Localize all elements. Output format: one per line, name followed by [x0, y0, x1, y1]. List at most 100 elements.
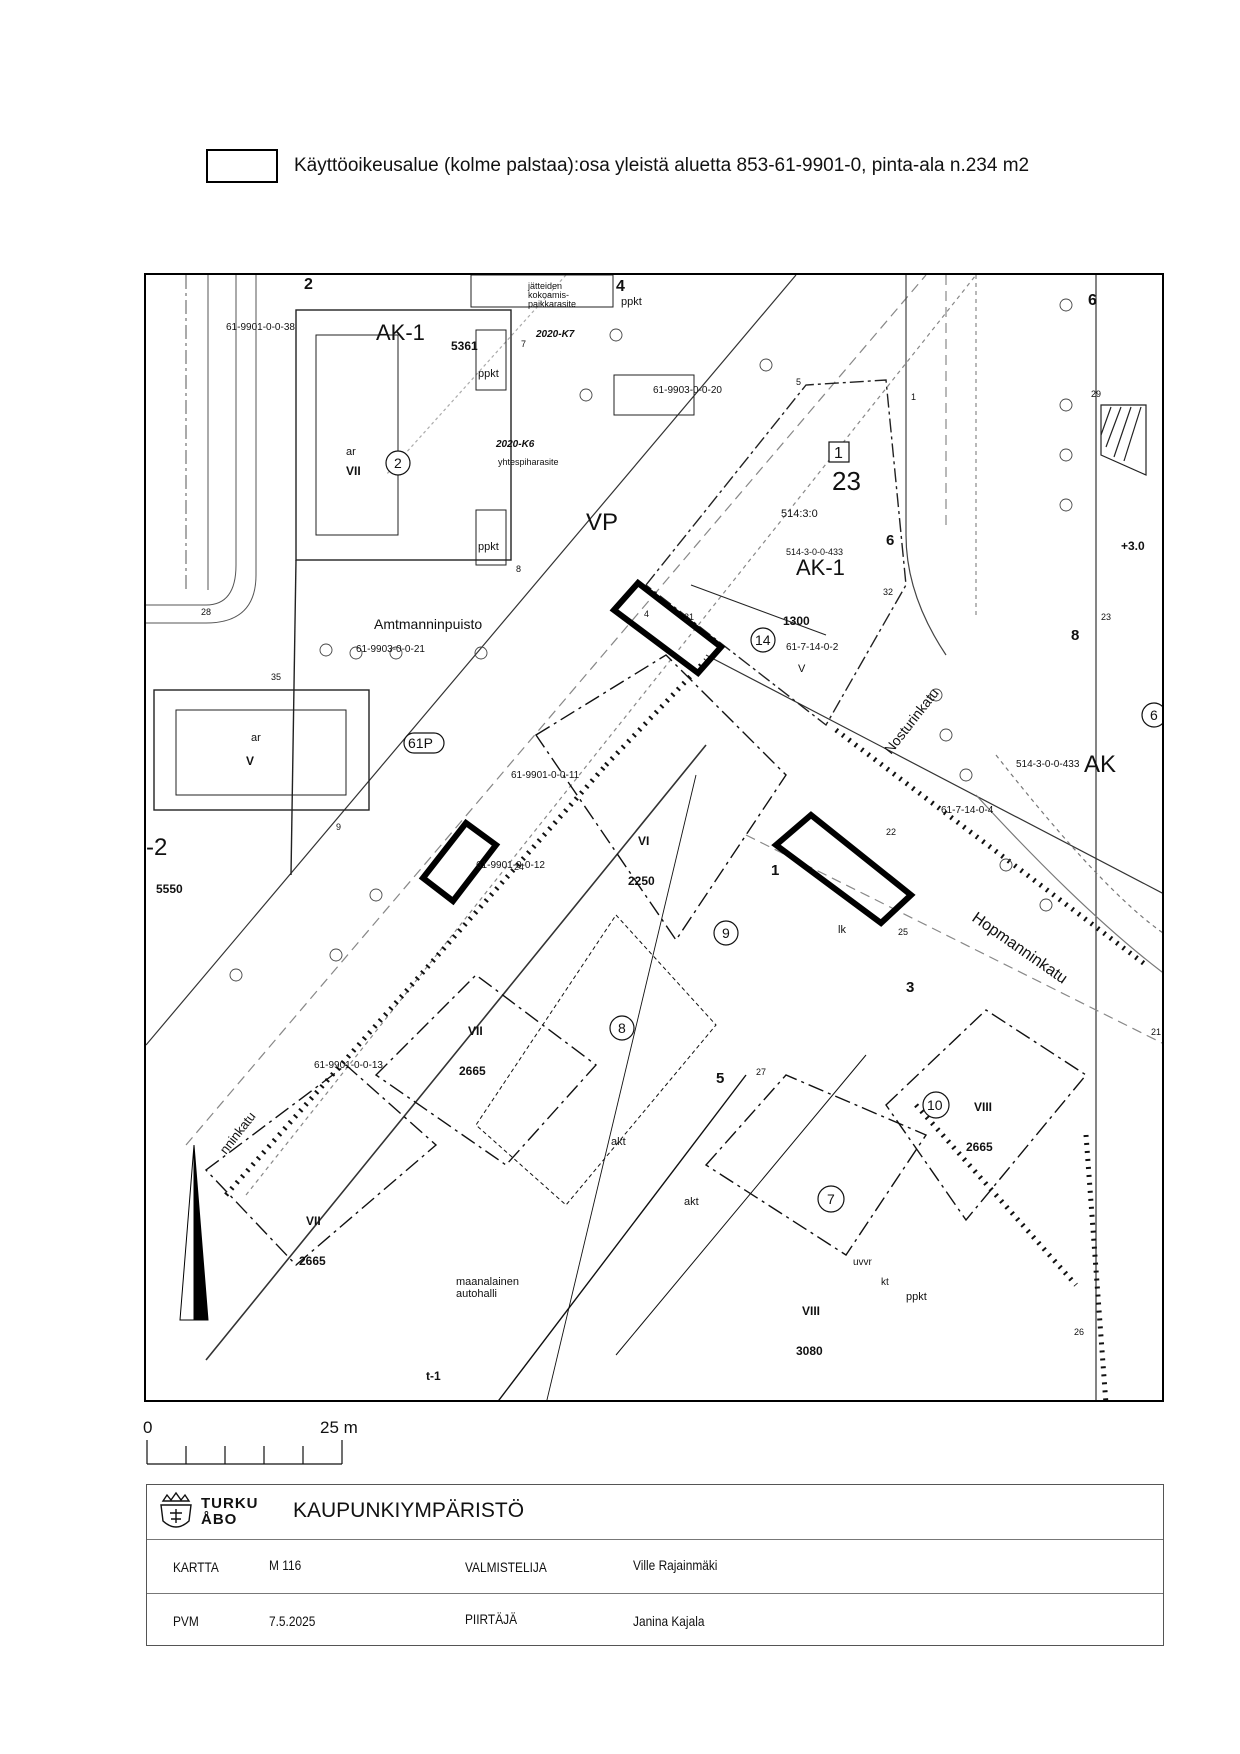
- usage-right-parcels[interactable]: [418, 578, 916, 927]
- label-ar-b: ar: [251, 732, 261, 744]
- label-c14: 14: [755, 632, 771, 648]
- logo-text-turku: TURKU: [201, 1495, 259, 1512]
- legend: Käyttöoikeusalue (kolme palstaa):osa yle…: [206, 148, 1029, 184]
- label-c9: 9: [722, 925, 730, 941]
- label-2250: 2250: [628, 874, 655, 888]
- label-edge-6-mid: 6: [886, 532, 894, 549]
- legend-symbol-box: [206, 149, 278, 183]
- label-viii-7: VIII: [802, 1304, 820, 1318]
- parking-hatch: [1100, 404, 1147, 476]
- label-ppkt-c: ppkt: [478, 541, 499, 553]
- label-street-hopmann: Hopmanninkatu: [969, 909, 1071, 987]
- label-n29: 29: [1091, 389, 1101, 399]
- label-2665-b: 2665: [966, 1140, 993, 1154]
- scale-ticks: [146, 1440, 343, 1465]
- label-n35: 35: [271, 672, 281, 682]
- label-c6: 6: [1150, 707, 1158, 723]
- scale-zero: 0: [143, 1418, 153, 1437]
- label-vp: VP: [586, 509, 618, 536]
- north-arrow: [179, 1144, 209, 1321]
- label-id-38: 61-9901-0-0-38: [226, 322, 295, 333]
- label-lk: lk: [838, 924, 846, 936]
- label-edge-8: 8: [1071, 627, 1079, 644]
- pvm-value: 7.5.2025: [269, 1613, 316, 1629]
- label-ppkt-a: ppkt: [621, 296, 642, 308]
- scale-bar: 0 25 m: [143, 1418, 386, 1468]
- piirtaja-label: PIIRTÄJÄ: [465, 1611, 518, 1627]
- label-1300: 1300: [783, 614, 810, 628]
- label-edge-6-top: 6: [1088, 292, 1097, 309]
- coat-of-arms-icon: [160, 1491, 192, 1528]
- label-jatteiden2: kokoamis-: [528, 290, 569, 300]
- label-n7: 7: [521, 339, 526, 349]
- label-k6: 2020-K6: [495, 439, 535, 450]
- label-5550: 5550: [156, 882, 183, 896]
- label-ak1-top: AK-1: [376, 320, 425, 345]
- label-n21: 21: [1151, 1027, 1161, 1037]
- label-street-left: nninkatu: [217, 1109, 259, 1157]
- label-1-box: 1: [834, 445, 843, 462]
- turku-logo: TURKU ÅBO: [155, 1491, 285, 1535]
- label-n31: 31: [684, 612, 694, 622]
- label-id-433b: 514-3-0-0-433: [1016, 759, 1080, 770]
- block-outlines: [153, 275, 907, 876]
- kartta-label: KARTTA: [173, 1559, 219, 1575]
- label-ppkt-d: ppkt: [906, 1291, 927, 1303]
- map-frame[interactable]: AK-1 5361 VP 23 1 AK-1 1300 V AK VI 2250…: [144, 273, 1164, 1402]
- label-v-14: V: [798, 663, 806, 675]
- label-n9: 9: [336, 822, 341, 832]
- label-edge-2-left: -2: [146, 834, 167, 861]
- label-uvvr: uvvr: [853, 1257, 873, 1268]
- kartta-value: M 116: [269, 1557, 302, 1573]
- logo-text-abo: ÅBO: [201, 1511, 238, 1528]
- legend-text: Käyttöoikeusalue (kolme palstaa):osa yle…: [294, 155, 1030, 176]
- label-id-1402: 61-7-14-0-2: [786, 642, 839, 653]
- label-c8: 8: [618, 1020, 626, 1036]
- label-ppkt-b: ppkt: [478, 368, 499, 380]
- street-lines-left: [146, 275, 257, 624]
- label-n27: 27: [756, 1067, 766, 1077]
- label-edge-1-line: 1: [771, 862, 779, 879]
- label-vii-left: VII: [306, 1214, 321, 1228]
- label-n1: 1: [911, 392, 916, 402]
- label-id-13: 61-9901-0-0-13: [314, 1060, 383, 1071]
- label-v-left: V: [246, 754, 254, 768]
- label-hall1: maanalainen: [456, 1276, 519, 1288]
- label-vi: VI: [638, 834, 649, 848]
- department-name: KAUPUNKIYMPÄRISTÖ: [293, 1499, 525, 1522]
- label-street-nostur: Nosturinkatu: [881, 685, 942, 757]
- label-id-21: 61-9903-0-0-21: [356, 644, 425, 655]
- label-kt: kt: [881, 1277, 889, 1288]
- label-id-11: 61-9901-0-0-11: [511, 770, 580, 781]
- map-canvas[interactable]: AK-1 5361 VP 23 1 AK-1 1300 V AK VI 2250…: [146, 275, 1164, 1402]
- tree-symbols: [229, 298, 1073, 982]
- label-id-433a: 514-3-0-0-433: [786, 547, 843, 557]
- valmistelija-label: VALMISTELIJA: [465, 1559, 547, 1575]
- label-plus3: +3.0: [1121, 539, 1145, 553]
- label-edge-3: 3: [906, 979, 914, 996]
- diagonal-streets: [146, 275, 1162, 1400]
- label-akt-b: akt: [684, 1196, 699, 1208]
- label-3080: 3080: [796, 1344, 823, 1358]
- label-akt-a: akt: [611, 1136, 626, 1148]
- label-n23: 23: [1101, 612, 1111, 622]
- label-n25: 25: [898, 927, 908, 937]
- label-n5: 5: [796, 377, 801, 387]
- label-edge-4-top: 4: [616, 278, 625, 295]
- label-id-12: 61-9901-0-0-12: [476, 860, 545, 871]
- label-jatteiden1: jätteiden: [527, 281, 562, 291]
- valmistelija-value: Ville Rajainmäki: [633, 1557, 718, 1573]
- parcel-1: [609, 578, 726, 678]
- label-61p: 61P: [408, 735, 433, 751]
- label-n24: 24: [514, 862, 524, 872]
- label-ar-a: ar: [346, 446, 356, 458]
- circled-numbers: [385, 441, 1162, 1213]
- pvm-label: PVM: [173, 1613, 199, 1629]
- scale-max: 25 m: [320, 1418, 358, 1437]
- label-edge-5: 5: [716, 1070, 724, 1087]
- label-ak1-mid: AK-1: [796, 555, 845, 580]
- label-id-5143: 514:3:0: [781, 508, 818, 520]
- label-c7: 7: [827, 1191, 835, 1207]
- label-n28: 28: [201, 607, 211, 617]
- label-c2: 2: [394, 455, 402, 471]
